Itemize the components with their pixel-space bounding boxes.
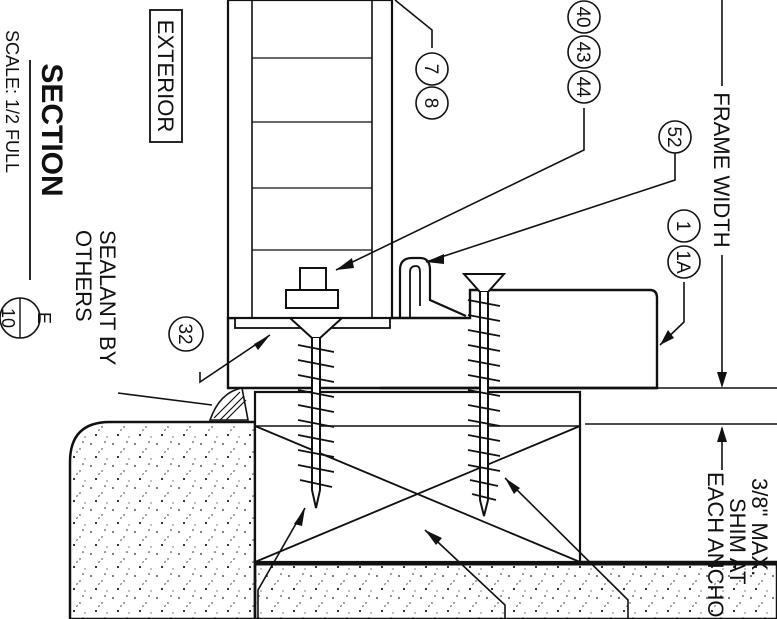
dimension-lines [585,0,777,470]
callout-32-text: 32 [174,323,195,344]
exterior-label: EXTERIOR [149,9,183,143]
callout-32: 32 [168,316,204,352]
callout-52: 52 [658,120,692,154]
callout-52-text: 52 [663,126,684,147]
sealant-label-line2: OTHERS [71,230,96,322]
shim-label-line2: SHIM AT [725,498,750,584]
callout-1: 1 [672,221,693,232]
svg-text:EXTERIOR: EXTERIOR [153,20,178,132]
section-title: SECTION [35,63,68,196]
callout-1-1A: 1 1A [667,209,701,279]
callout-40-43-44: 40 43 44 [567,0,601,104]
glazing-panel [226,0,394,320]
concrete-slab [253,560,777,619]
callout-44: 44 [572,76,593,98]
callout-1A: 1A [672,250,693,274]
scale-label: SCALE: 1/2 FULL [2,30,22,173]
shim-label-line1: 3/8" MAX. [747,478,772,576]
anchor-screw-left [287,317,345,509]
callout-8: 8 [420,98,441,109]
callout-40: 40 [572,6,593,27]
leader-lines [117,0,685,619]
detail-reference-bubble: E 10 [0,297,54,339]
callout-7-8: 7 8 [415,52,449,120]
shim-label-line3: EACH ANCHO [703,472,728,617]
anchor-screw-right [461,273,507,517]
detail-sheet: 10 [0,308,18,328]
callout-7: 7 [420,64,441,75]
sealant-bead [208,387,249,421]
detail-letter: E [34,312,54,324]
bolt-fastener [285,267,339,309]
frame-width-label: FRAME WIDTH [709,92,734,247]
sealant-label-line1: SEALANT BY [95,230,120,366]
callout-43: 43 [572,41,593,62]
concrete-block [68,420,257,619]
wood-blocking [253,390,582,564]
